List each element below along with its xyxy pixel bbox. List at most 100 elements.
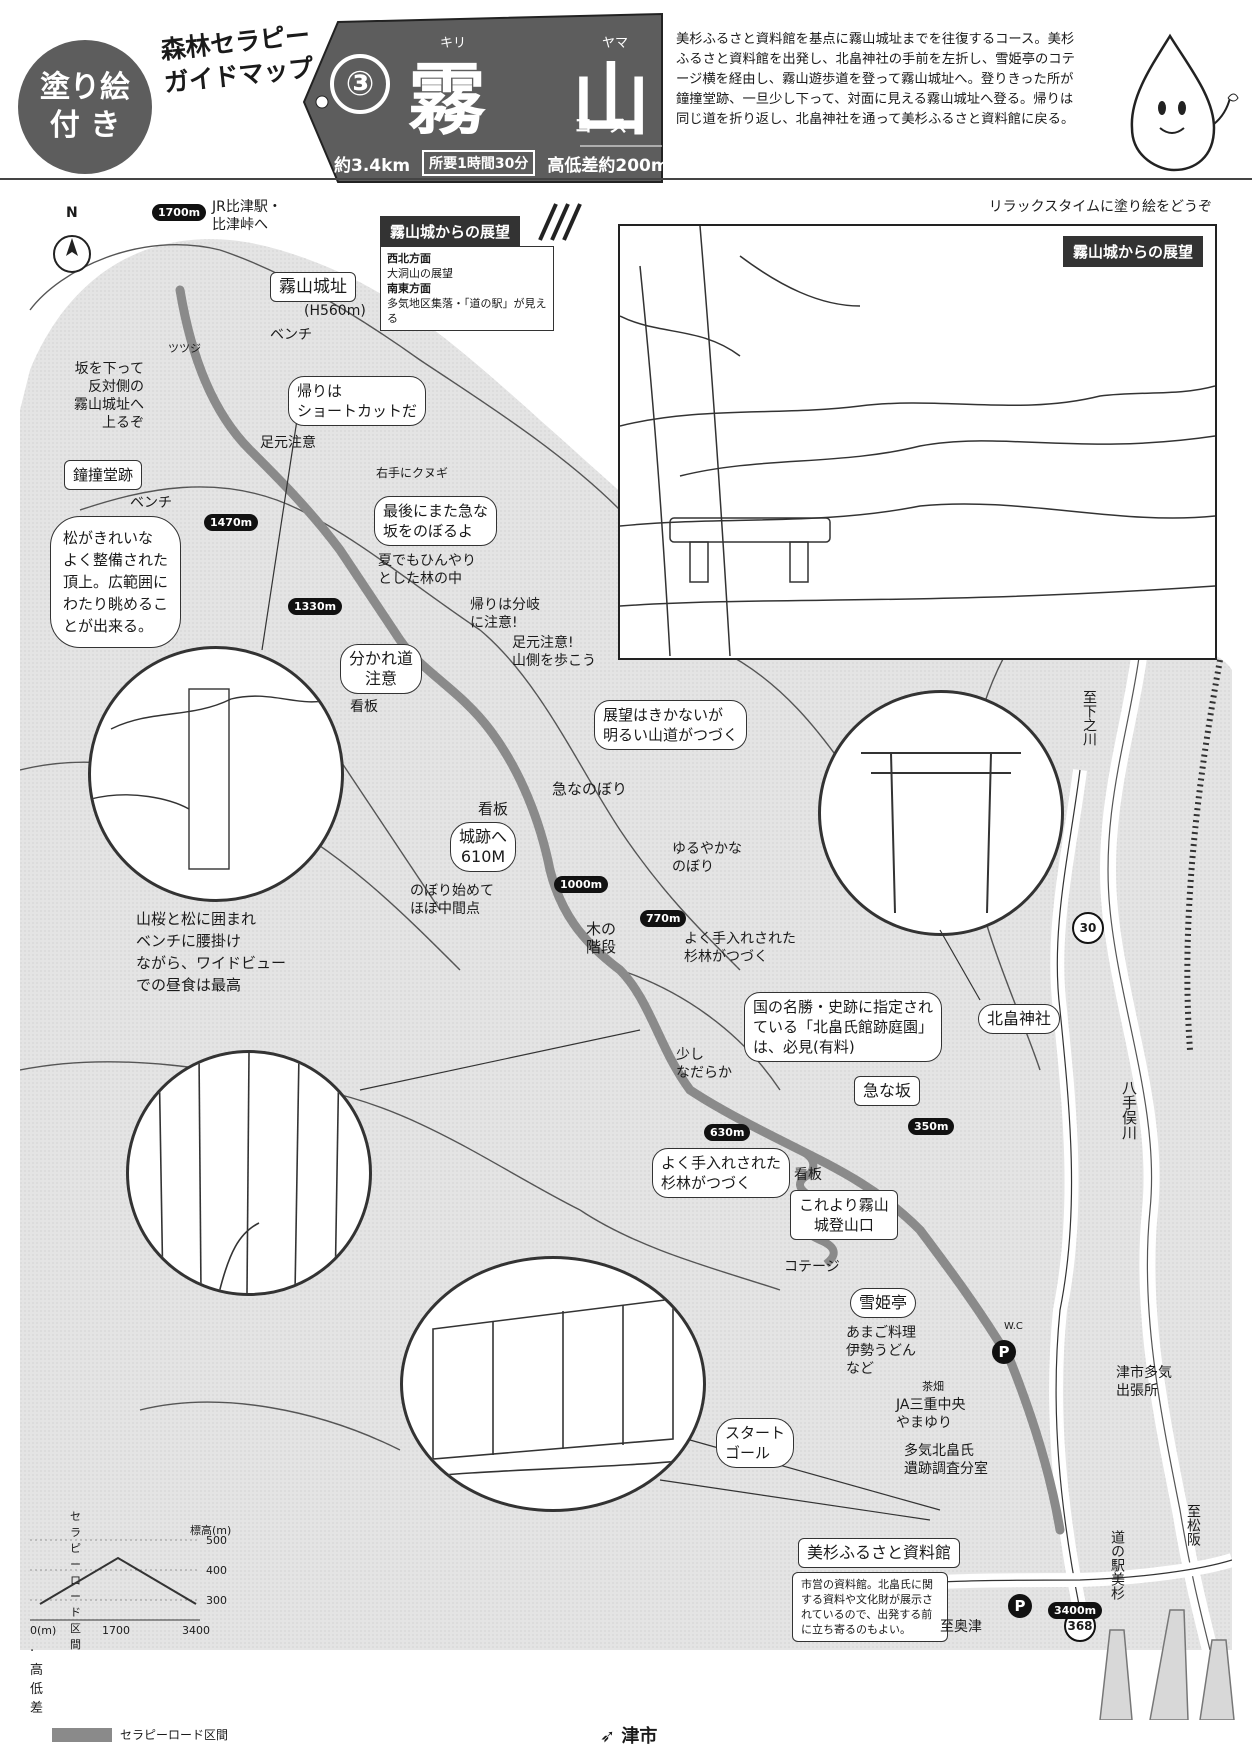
label-bench-1: ベンチ xyxy=(270,327,312,343)
course-stats: 約3.4km 所要1時間30分 高低差約200m xyxy=(334,150,669,176)
distance-marker: 350m xyxy=(908,1118,955,1135)
label-museum-note: 市営の資料館。北畠氏に関する資料や文化財が展示されているので、出発する前に立ち寄… xyxy=(792,1572,948,1642)
view-se-label: 南東方面 xyxy=(387,282,431,295)
label-wood-stairs: 木の 階段 xyxy=(586,920,617,956)
ytick-400: 400 xyxy=(206,1564,227,1577)
parking-icon: P xyxy=(1008,1594,1032,1618)
distance-marker: 1470m xyxy=(204,514,259,531)
label-castle-ruins: 霧山城址 xyxy=(270,272,356,302)
label-midpoint: のぼり始めて ほぼ中間点 xyxy=(410,883,494,917)
footer: セラピーロード区間 ➶ 津市 xyxy=(0,1720,1252,1750)
view-directions: 西北方面 大洞山の展望 南東方面 多気地区集落・「道の駅」が見える xyxy=(380,246,554,331)
label-kunugi: 右手にクヌギ xyxy=(376,466,449,480)
label-no-view: 展望はきかないが 明るい山道がつづく xyxy=(594,700,748,750)
label-bell-tower-ruins: 鐘撞堂跡 xyxy=(64,460,143,490)
cedar-trees-icon xyxy=(158,1053,340,1293)
label-to-matsusaka: 至松阪 xyxy=(1185,1504,1201,1546)
label-cottage: コテージ xyxy=(784,1259,840,1275)
badge-line2: 付 き xyxy=(49,108,121,143)
label-tsutsuji: ツツジ xyxy=(168,342,201,355)
distance-marker: 770m xyxy=(640,910,687,927)
course-suffix: コース xyxy=(574,116,628,137)
castle-monument-illustration xyxy=(88,646,344,902)
distance-marker: 630m xyxy=(704,1124,751,1141)
label-footing-1: 足元注意 xyxy=(260,435,316,451)
profile-elevation-label: ·高低差 xyxy=(30,1644,44,1716)
mascot-tree-icon xyxy=(1130,33,1239,172)
coloring-caption: リラックスタイムに塗り絵をどうぞ xyxy=(988,199,1212,215)
label-bench-2: ベンチ xyxy=(130,495,172,511)
north-compass-icon xyxy=(53,235,91,273)
label-sakura-lunch: 山桜と松に囲まれ ベンチに腰掛け ながら、ワイドビュー での昼食は最高 xyxy=(136,910,287,994)
course-name: 霧山 xyxy=(408,55,737,146)
city-logo-icon: ➶ xyxy=(600,1726,616,1747)
course-description: 美杉ふるさと資料館を基点に霧山城址までを往復するコース。美杉ふるさと資料館を出発… xyxy=(676,32,1075,127)
coloring-panel-title: 霧山城からの展望 xyxy=(1062,236,1203,267)
monument-stone-icon xyxy=(91,688,332,870)
label-kitabatake-shrine: 北畠神社 xyxy=(978,1004,1061,1034)
label-shortcut: 帰りは ショートカットだ xyxy=(288,376,427,426)
label-steep-last: 最後にまた急な 坂をのぼるよ xyxy=(374,496,498,546)
label-cool-forest: 夏でもひんやり とした林の中 xyxy=(378,553,476,587)
city-name: 津市 xyxy=(621,1726,658,1747)
label-castle-altitude: (H560m) xyxy=(304,303,366,319)
label-wc: W.C xyxy=(1004,1321,1023,1332)
compass-north-label: N xyxy=(66,205,78,221)
label-gradual: 少し なだらか xyxy=(676,1047,732,1081)
header-rule xyxy=(0,178,1252,180)
label-sign-3: 看板 xyxy=(794,1167,822,1183)
xtick-1700: 1700 xyxy=(102,1624,130,1637)
torii-gate-icon xyxy=(861,752,1021,914)
city-logo: ➶ 津市 xyxy=(600,1722,657,1748)
xtick-0: 0(m) xyxy=(30,1624,57,1637)
elevation-diff: 高低差約200m xyxy=(547,155,669,176)
profile-axis-label: 標高(m) xyxy=(190,1524,232,1537)
label-cedar-1: よく手入れされた 杉林がつづく xyxy=(684,931,796,965)
label-footing-2: 足元注意! 山側を歩こう xyxy=(512,635,596,669)
label-sign-1: 看板 xyxy=(350,699,378,715)
distance-marker: 1000m xyxy=(554,876,609,893)
view-se-text: 多気地区集落・「道の駅」が見える xyxy=(387,297,547,325)
ytick-500: 500 xyxy=(206,1534,227,1547)
building-icon xyxy=(403,1298,703,1480)
distance-marker: 1330m xyxy=(288,598,343,615)
label-tea-field: 茶畑 xyxy=(922,1380,944,1393)
label-branch-office: 津市多気 出張所 xyxy=(1116,1365,1172,1399)
route-30-icon: 30 xyxy=(1072,912,1104,944)
color-pencils-icon xyxy=(1099,1609,1235,1720)
pencils-icon xyxy=(538,203,582,241)
view-nw-text: 大洞山の展望 xyxy=(387,267,453,280)
cedar-forest-illustration xyxy=(126,1050,372,1296)
coloring-badge: 塗り絵 付 き xyxy=(18,40,152,174)
castle-view-coloring-panel: 霧山城からの展望 xyxy=(618,224,1217,660)
view-nw-label: 西北方面 xyxy=(387,252,431,265)
label-gentle-climb: ゆるやかな のぼり xyxy=(672,841,742,875)
label-pine-summit: 松がきれいな よく整備された 頂上。広範囲に わたり眺めるこ とが出来る。 xyxy=(50,516,182,648)
museum-building-illustration xyxy=(400,1256,706,1512)
label-fork-caution: 分かれ道 注意 xyxy=(340,644,423,694)
label-yukihime-menu: あまご料理 伊勢うどん など xyxy=(846,1325,916,1377)
torii-gate-illustration xyxy=(818,690,1064,936)
legend-swatch xyxy=(52,1728,112,1742)
series-title: 森林セラピー ガイドマップ xyxy=(159,18,315,99)
xtick-3400: 3400 xyxy=(182,1624,210,1637)
label-ja: JA三重中央 やまゆり xyxy=(896,1397,966,1431)
label-slope-note: 坂を下って 反対側の 霧山城址へ 上るぞ xyxy=(74,361,144,431)
label-start-goal: スタート ゴール xyxy=(716,1418,795,1468)
view-title: 霧山城からの展望 xyxy=(380,216,521,247)
label-steep-slope: 急な坂 xyxy=(854,1076,921,1106)
label-to-shimonokawa: 至下之川 xyxy=(1081,690,1097,746)
label-trailhead: これより霧山 城登山口 xyxy=(790,1190,898,1240)
label-museum: 美杉ふるさと資料館 xyxy=(798,1538,961,1568)
profile-title: セラピーロード区間 xyxy=(70,1510,81,1651)
label-fork-return: 帰りは分岐 に注意! xyxy=(470,597,540,631)
label-cedar-2: よく手入れされた 杉林がつづく xyxy=(652,1148,791,1198)
parking-icon: P xyxy=(992,1340,1016,1364)
ruby-yama: ヤマ xyxy=(602,36,629,51)
label-sign-2: 看板 xyxy=(478,800,509,818)
badge-line1: 塗り絵 xyxy=(40,70,130,105)
profile-graph xyxy=(30,1539,200,1621)
distance-marker: 3400m xyxy=(1048,1602,1103,1619)
castle-view-landscape-illustration xyxy=(620,226,1215,657)
label-jr-station: JR比津駅・ 比津峠へ xyxy=(212,199,282,233)
